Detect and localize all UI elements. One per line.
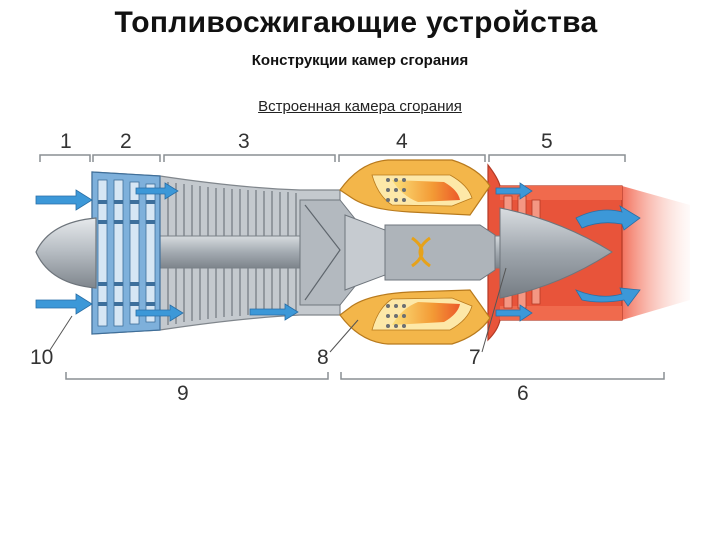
- label-4: 4: [396, 130, 408, 153]
- label-2: 2: [120, 130, 132, 153]
- label-1: 1: [60, 130, 72, 153]
- combustion-chamber-bottom: [340, 290, 490, 344]
- label-10: 10: [30, 346, 53, 369]
- airflow-arrow-inlet-top-icon: [36, 190, 92, 210]
- section-brackets-top: [40, 155, 625, 162]
- combustion-chamber-top: [340, 160, 490, 215]
- label-9: 9: [177, 382, 189, 405]
- label-6: 6: [517, 382, 529, 405]
- airflow-arrow-inlet-bottom-icon: [36, 294, 92, 314]
- label-3: 3: [238, 130, 250, 153]
- label-5: 5: [541, 130, 553, 153]
- label-8: 8: [317, 346, 329, 369]
- label-7: 7: [469, 346, 481, 369]
- section-brackets-bottom: [66, 372, 664, 379]
- inlet-spinner: [36, 218, 96, 288]
